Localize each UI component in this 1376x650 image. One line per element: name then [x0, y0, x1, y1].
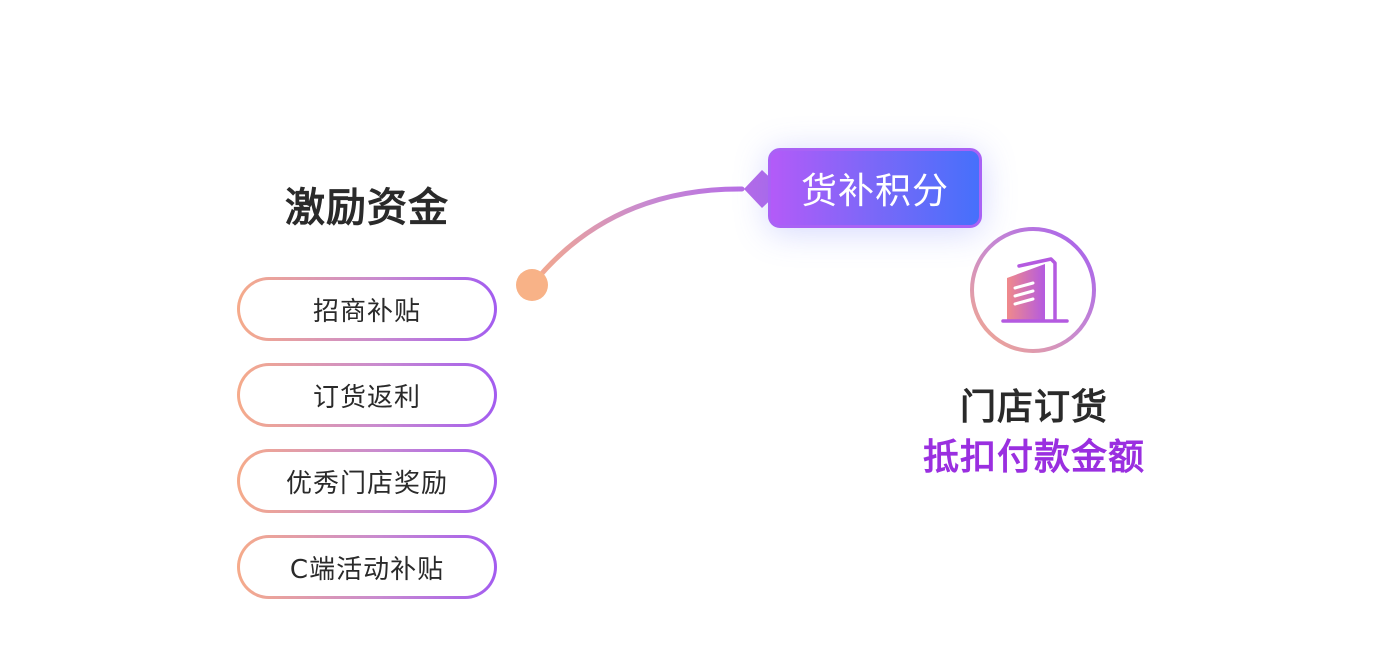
incentive-item-consumer-subsidy: C端活动补贴 — [237, 535, 497, 599]
points-tag-label: 货补积分 — [800, 171, 949, 212]
incentive-item-label: C端活动补贴 — [289, 554, 445, 585]
incentive-item-store-award: 优秀门店奖励 — [237, 449, 497, 513]
connector-start-dot — [516, 269, 548, 301]
connector-line — [529, 186, 745, 288]
incentive-item-label: 优秀门店奖励 — [285, 468, 448, 499]
store-ordering-subtitle: 抵扣付款金额 — [922, 437, 1145, 478]
store-ordering-title: 门店订货 — [959, 387, 1108, 428]
points-tag: 货补积分 — [768, 148, 982, 228]
incentive-funds-title: 激励资金 — [285, 185, 449, 231]
incentive-item-label: 招商补贴 — [312, 296, 421, 327]
incentive-item-order-rebate: 订货返利 — [237, 363, 497, 427]
building-icon — [970, 227, 1096, 353]
incentive-item-merchant-subsidy: 招商补贴 — [237, 277, 497, 341]
incentive-item-label: 订货返利 — [312, 382, 421, 413]
